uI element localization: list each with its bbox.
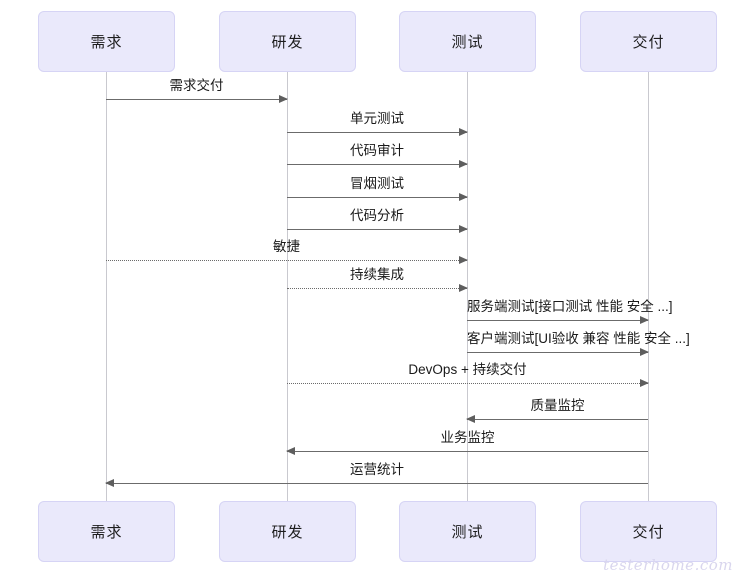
- message-label: 业务监控: [440, 430, 495, 446]
- message-line: [106, 99, 287, 100]
- arrowhead-icon: [459, 159, 468, 168]
- message-line: [287, 288, 467, 289]
- message-line: [467, 352, 648, 353]
- actor-header-label: 研发: [271, 34, 304, 51]
- actor-header-qa[interactable]: 测试: [399, 11, 536, 72]
- actor-header-req[interactable]: 需求: [38, 11, 175, 72]
- message-label: 客户端测试[UI验收 兼容 性能 安全 ...]: [467, 331, 690, 347]
- actor-footer-label: 交付: [632, 524, 665, 541]
- actor-footer-label: 需求: [90, 524, 123, 541]
- actor-footer-ops[interactable]: 交付: [580, 501, 717, 562]
- arrowhead-icon: [286, 446, 295, 455]
- message-line: [467, 320, 648, 321]
- lifeline-req: [106, 72, 107, 501]
- actor-footer-label: 测试: [451, 524, 484, 541]
- arrowhead-icon: [105, 478, 114, 487]
- arrowhead-icon: [459, 224, 468, 233]
- arrowhead-icon: [640, 378, 649, 387]
- message-label: 质量监控: [530, 398, 585, 414]
- actor-footer-qa[interactable]: 测试: [399, 501, 536, 562]
- arrowhead-icon: [459, 283, 468, 292]
- arrowhead-icon: [640, 315, 649, 324]
- actor-header-ops[interactable]: 交付: [580, 11, 717, 72]
- arrowhead-icon: [466, 414, 475, 423]
- watermark: testerhome.com: [603, 556, 733, 574]
- message-line: [287, 383, 648, 384]
- actor-header-label: 需求: [90, 34, 123, 51]
- message-line: [287, 451, 648, 452]
- actor-header-dev[interactable]: 研发: [219, 11, 356, 72]
- message-line: [287, 197, 467, 198]
- actor-footer-dev[interactable]: 研发: [219, 501, 356, 562]
- arrowhead-icon: [459, 127, 468, 136]
- actor-footer-label: 研发: [271, 524, 304, 541]
- message-label: 运营统计: [350, 462, 404, 478]
- message-label: 持续集成: [350, 267, 404, 283]
- arrowhead-icon: [279, 94, 288, 103]
- lifeline-ops: [648, 72, 649, 501]
- message-label: 冒烟测试: [350, 176, 404, 192]
- lifeline-dev: [287, 72, 288, 501]
- message-label: 代码审计: [350, 143, 404, 159]
- actor-footer-req[interactable]: 需求: [38, 501, 175, 562]
- message-label: 需求交付: [169, 78, 224, 94]
- message-line: [287, 229, 467, 230]
- message-label: DevOps + 持续交付: [408, 362, 527, 378]
- message-line: [467, 419, 648, 420]
- message-line: [287, 164, 467, 165]
- message-label: 服务端测试[接口测试 性能 安全 ...]: [467, 299, 673, 315]
- arrowhead-icon: [459, 192, 468, 201]
- actor-header-label: 交付: [632, 34, 665, 51]
- message-line: [287, 132, 467, 133]
- message-line: [106, 483, 648, 484]
- message-label: 代码分析: [350, 208, 404, 224]
- arrowhead-icon: [640, 347, 649, 356]
- message-line: [106, 260, 467, 261]
- message-label: 单元测试: [350, 111, 404, 127]
- actor-header-label: 测试: [451, 34, 484, 51]
- message-label: 敏捷: [273, 239, 300, 255]
- arrowhead-icon: [459, 255, 468, 264]
